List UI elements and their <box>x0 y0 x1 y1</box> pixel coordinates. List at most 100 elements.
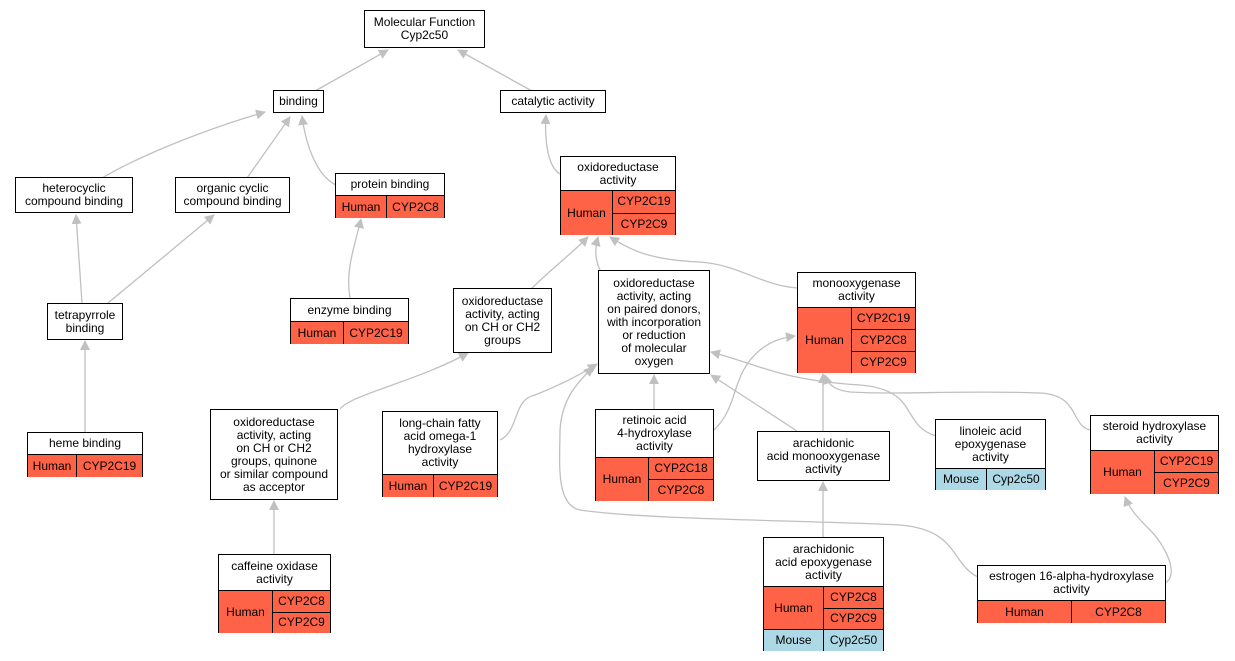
node-oxidoreductase-ch-ch2[interactable]: oxidoreductase activity, acting on CH or… <box>453 288 552 353</box>
gene-cell: CYP2C19 <box>82 458 137 473</box>
annotation-row: Human CYP2C19 CYP2C9 <box>1091 450 1218 494</box>
edge-catalytic-root <box>457 49 533 92</box>
node-organic-cyclic-compound-binding[interactable]: organic cyclic compound binding <box>175 177 290 213</box>
gene-cell: CYP2C9 <box>273 611 330 634</box>
annotation-row: Human CYP2C8 <box>978 600 1165 623</box>
gene-cell: CYP2C9 <box>852 351 915 373</box>
gene-column: CYP2C8 <box>1072 601 1165 623</box>
node-molecular-function[interactable]: Molecular Function Cyp2c50 <box>364 10 485 48</box>
annotation-row: Human CYP2C19 <box>28 454 142 477</box>
node-oxidoreductase-paired-donors[interactable]: oxidoreductase activity, acting on paire… <box>598 270 710 374</box>
edge-oxredch-oxidoreductase <box>529 236 589 291</box>
gene-column: CYP2C19 CYP2C9 <box>1155 451 1218 494</box>
gene-cell: CYP2C9 <box>1155 472 1218 494</box>
node-arachidonic-monooxygenase[interactable]: arachidonic acid monooxygenase activity <box>757 431 890 481</box>
node-title: catalytic activity <box>511 94 595 108</box>
node-steroid-hydroxylase[interactable]: steroid hydroxylase activity Human CYP2C… <box>1090 415 1219 494</box>
species-label: Human <box>383 475 434 497</box>
gene-column: Cyp2c50 <box>824 630 883 651</box>
annotation-row: Human CYP2C19 CYP2C8 CYP2C9 <box>798 307 915 373</box>
node-title: estrogen 16-alpha-hydroxylase activity <box>989 569 1154 596</box>
gene-column: CYP2C18 CYP2C8 <box>649 458 713 501</box>
node-title: enzyme binding <box>307 302 392 317</box>
node-title: retinoic acid 4-hydroxylase activity <box>617 413 692 453</box>
gene-cell: CYP2C8 <box>852 329 915 351</box>
edge-organic-binding <box>246 116 291 179</box>
node-caffeine-oxidase[interactable]: caffeine oxidase activity Human CYP2C8 C… <box>218 554 331 633</box>
node-title: tetrapyrrole binding <box>54 307 116 335</box>
edge-mono-oxidoreductase <box>609 236 798 289</box>
node-arachidonic-epoxygenase[interactable]: arachidonic acid epoxygenase activity Hu… <box>763 537 884 651</box>
gene-cell: CYP2C8 <box>1095 604 1142 619</box>
edge-steroid-mono <box>822 374 1091 431</box>
edge-protein-binding <box>298 115 337 186</box>
node-enzyme-binding[interactable]: enzyme binding Human CYP2C19 <box>290 298 409 344</box>
annotation-row: Human CYP2C19 <box>383 474 497 497</box>
annotation-row: Human CYP2C8 <box>336 195 444 218</box>
edge-oxidoreductase-catalytic <box>540 114 561 175</box>
node-monooxygenase-activity[interactable]: monooxygenase activity Human CYP2C19 CYP… <box>797 272 916 373</box>
species-label: Mouse <box>936 469 987 490</box>
node-title: long-chain fatty acid omega-1 hydroxylas… <box>399 416 481 469</box>
gene-column: CYP2C19 <box>77 455 142 477</box>
species-label: Human <box>596 458 649 501</box>
node-binding[interactable]: binding <box>273 90 324 113</box>
node-title: arachidonic acid monooxygenase activity <box>766 435 881 476</box>
node-linoleic-acid-epoxygenase[interactable]: linoleic acid epoxygenase activity Mouse… <box>935 419 1046 490</box>
node-heterocyclic-compound-binding[interactable]: heterocyclic compound binding <box>15 177 133 213</box>
node-heme-binding[interactable]: heme binding Human CYP2C19 <box>27 432 143 477</box>
edges <box>71 49 1172 584</box>
annotation-row: Human CYP2C8 CYP2C9 <box>764 586 883 629</box>
edge-linoleic-oxredpaired <box>710 349 937 437</box>
node-catalytic-activity[interactable]: catalytic activity <box>500 90 606 113</box>
gene-cell: CYP2C9 <box>613 212 675 236</box>
species-label: Human <box>336 196 387 218</box>
gene-cell: CYP2C8 <box>392 199 439 214</box>
species-label: Mouse <box>764 630 824 651</box>
gene-column: CYP2C8 CYP2C9 <box>824 587 883 629</box>
species-label: Human <box>764 587 824 629</box>
node-protein-binding[interactable]: protein binding Human CYP2C8 <box>335 173 445 218</box>
node-estrogen-hydroxylase[interactable]: estrogen 16-alpha-hydroxylase activity H… <box>977 565 1166 623</box>
species-label: Human <box>798 308 852 373</box>
gene-column: CYP2C19 CYP2C8 CYP2C9 <box>852 308 915 373</box>
gene-cell: CYP2C8 <box>830 589 877 604</box>
edge-estrogen-oxredpaired <box>558 366 981 579</box>
node-title: protein binding <box>350 177 430 191</box>
node-title: binding <box>279 94 318 108</box>
annotation-row: Human CYP2C19 <box>291 321 408 344</box>
gene-column: CYP2C19 CYP2C9 <box>613 191 675 235</box>
node-title: oxidoreductase activity, acting on paire… <box>606 275 702 368</box>
edge-heterocyclic-binding <box>101 109 266 179</box>
edge-binding-root <box>314 49 389 92</box>
node-oxidoreductase-activity[interactable]: oxidoreductase activity Human CYP2C19 CY… <box>560 156 676 235</box>
edge-estrogen-steroid <box>1123 496 1172 584</box>
gene-cell: Cyp2c50 <box>829 633 878 647</box>
gene-cell: CYP2C18 <box>654 461 708 475</box>
edge-tetrapyrrole-organic <box>107 214 215 304</box>
node-title: caffeine oxidase activity <box>231 558 318 586</box>
annotation-row: Human CYP2C18 CYP2C8 <box>596 457 713 501</box>
species-label: Human <box>1091 451 1155 494</box>
edge-oxredpaired-oxidoreductase <box>590 236 601 271</box>
gene-cell: CYP2C19 <box>1159 454 1214 468</box>
node-title: arachidonic acid epoxygenase activity <box>775 541 872 582</box>
node-tetrapyrrole-binding[interactable]: tetrapyrrole binding <box>47 303 123 340</box>
species-label: Human <box>978 601 1072 623</box>
gene-cell: CYP2C8 <box>278 593 325 608</box>
node-title: oxidoreductase activity, acting on CH or… <box>461 293 544 347</box>
gene-column: CYP2C19 <box>434 475 497 497</box>
gene-column: CYP2C8 CYP2C9 <box>273 591 330 633</box>
annotation-row: Human CYP2C8 CYP2C9 <box>219 590 330 633</box>
edge-tetrapyrrole-heterocyclic <box>71 214 83 304</box>
annotation-row: Human CYP2C19 CYP2C9 <box>561 190 675 235</box>
node-retinoic-acid-hydroxylase[interactable]: retinoic acid 4-hydroxylase activity Hum… <box>595 409 714 501</box>
node-long-chain-fatty-acid[interactable]: long-chain fatty acid omega-1 hydroxylas… <box>382 411 498 497</box>
annotation-row: Mouse Cyp2c50 <box>764 629 883 651</box>
edge-enzyme-protein <box>347 218 364 299</box>
gene-column: CYP2C19 <box>344 322 408 344</box>
gene-cell: CYP2C8 <box>649 479 713 501</box>
node-oxidoreductase-quinone[interactable]: oxidoreductase activity, acting on CH or… <box>210 409 338 500</box>
node-title: linoleic acid epoxygenase activity <box>954 423 1027 464</box>
